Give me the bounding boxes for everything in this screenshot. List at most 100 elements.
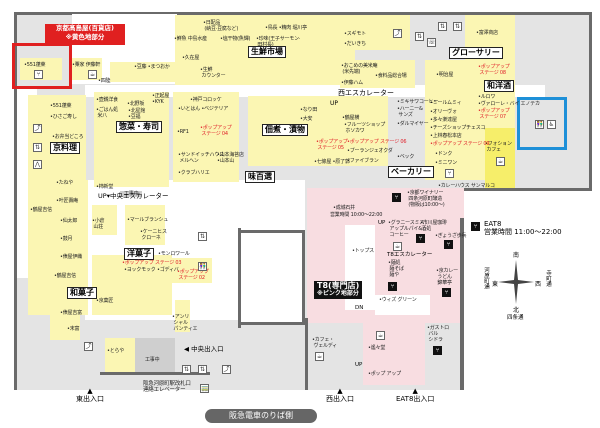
store-label[interactable]: •ハーニー& サンズ (397, 106, 423, 118)
store-label[interactable]: •麺処 麺そば 麺や (388, 260, 404, 278)
store-label[interactable]: •市川屋珈琲 酒処 (420, 220, 447, 232)
store-label[interactable]: •トップス (352, 248, 374, 254)
store-label[interactable]: •塩干物(魚輝) (220, 36, 251, 42)
store-label[interactable]: •多々楽達屋 (430, 117, 457, 123)
popup-stage-04[interactable]: •ポップアップ ステージ 04 (200, 125, 232, 137)
store-label[interactable]: •モンロワール (158, 251, 190, 257)
store-label[interactable]: •カフェ・ ヴェルディ (312, 337, 338, 349)
store-label[interactable]: 営業時間 10:00〜22:00 (330, 212, 383, 218)
store-label[interactable]: •小倉 山荘 (92, 218, 105, 230)
store-label[interactable]: •鶴屋吉信 (30, 207, 52, 213)
store-label[interactable]: •551蓬莱 (24, 62, 46, 68)
store-label[interactable]: •京カレー うどん 錦華亭 (436, 268, 458, 286)
store-label[interactable]: •京菓匠 (96, 298, 114, 304)
store-label[interactable]: •北星館 •豆福 (128, 108, 146, 120)
store-label[interactable]: •伊藤ハム (341, 80, 363, 86)
store-label[interactable]: •おこめの美米庵 (米先端) (341, 63, 378, 75)
store-label[interactable]: •正起屋 •KYK (152, 93, 170, 105)
store-label[interactable]: •豆藤 •まつおか (134, 64, 170, 70)
store-label[interactable]: •クラブハリエ (178, 170, 210, 176)
store-label[interactable]: •遙々堂 (368, 345, 386, 351)
store-label[interactable]: •オリーヴォ (430, 109, 457, 115)
store-label[interactable]: •珍味(王子サーモン· 田村長) (256, 36, 301, 48)
store-label[interactable]: •叶匠壽庵 (56, 198, 78, 204)
store-label[interactable]: •鶴屋吉信 (54, 273, 76, 279)
popup-stage-09[interactable]: •ポップアップ ステージ 09 (430, 141, 490, 147)
store-label[interactable]: •とらや (107, 348, 125, 354)
store-label[interactable]: •カレーハウス サンマルコ (438, 183, 495, 189)
store-label[interactable]: •ミニワン (435, 160, 457, 166)
store-label[interactable]: •久在屋 (182, 55, 200, 61)
store-label[interactable]: •ケーニヒス クローネ (140, 229, 167, 241)
store-label[interactable]: •ルロワ (478, 94, 496, 100)
store-label[interactable]: •RF1 (177, 129, 189, 135)
store-label[interactable]: •ミキサワコーヒー (397, 99, 439, 105)
store-label[interactable]: •上林春松本店 (430, 133, 462, 139)
store-label[interactable]: •サンドイッチハウス メルヘン (178, 152, 224, 164)
store-label[interactable]: •俵屋吉富 (60, 310, 82, 316)
store-label[interactable]: •粟家 伊藤軒 (72, 62, 101, 68)
store-label[interactable]: •ミールムミィ (430, 100, 462, 106)
store-label[interactable]: •フルーツショップ ホソカワ (344, 122, 386, 134)
store-label[interactable]: •富澤商店 (476, 30, 498, 36)
store-label[interactable]: •551蓬莱 (50, 103, 72, 109)
west-exit[interactable]: ▲西出入口 (326, 387, 354, 403)
store-label[interactable]: •ヴァローレ・バイ エノテカ (478, 101, 540, 107)
west-escalator-label[interactable]: 西エスカレーター (338, 89, 394, 97)
store-label[interactable]: •山本海苔店 •山本山 (217, 152, 244, 164)
store-label[interactable]: •だいきち (344, 41, 366, 47)
popup-stage-03[interactable]: •ポップアップ ステージ 03 (122, 260, 182, 266)
store-label[interactable]: •ぎょうざ歩兵 (435, 233, 467, 239)
store-label[interactable]: •生鮮 カウンター (200, 67, 226, 79)
store-label[interactable]: •鼓月 (60, 236, 73, 242)
t8-escalator-label[interactable]: T8エスカレーター (387, 252, 433, 258)
popup-stage-07[interactable]: •ポップアップ ステージ 07 (478, 108, 510, 120)
store-label[interactable]: •ヨックモック •ゴディバ (124, 267, 179, 273)
store-label[interactable]: •鶴屋横 (342, 115, 360, 121)
eat8-exit[interactable]: ▲EAT8出入口 (396, 387, 435, 403)
store-label[interactable]: •ポップ アップ (368, 371, 401, 377)
popup-stage-08[interactable]: •ポップアップ ステージ 08 (478, 64, 510, 76)
store-label[interactable]: •成城石井 (333, 205, 355, 211)
store-label[interactable]: •ブーランジェオクダ (347, 148, 393, 154)
store-label[interactable]: •神戸コロッケ (190, 97, 222, 103)
store-label[interactable]: •ガストロ バル シドラ (427, 325, 449, 343)
store-label[interactable]: •ごはん処 米八 (96, 107, 118, 119)
store-label[interactable]: •ドンク (435, 151, 453, 157)
store-label[interactable]: •チーズショップチェスコ (430, 125, 486, 131)
store-label[interactable]: •ウィズ グリーン (379, 297, 417, 303)
store-label[interactable]: •グラニースミス アップルパイ& コーヒー (388, 220, 425, 238)
store-label[interactable]: •大安 (300, 116, 313, 122)
store-label[interactable]: •鳥長 •精肉 堀川亭 (265, 25, 307, 31)
store-label[interactable]: •ダルマイヤー (397, 121, 429, 127)
store-label[interactable]: •お弁当どころ (52, 134, 84, 140)
store-label[interactable]: •アンリ シャル パンティエ (172, 314, 198, 332)
store-label[interactable]: •フォション カフェ (485, 141, 512, 153)
store-label[interactable]: •マールブランシュ (127, 217, 169, 223)
popup-stage-02[interactable]: •ポップアップ ステージ 02 (177, 269, 209, 281)
store-label[interactable]: •末富 (67, 326, 80, 332)
store-label[interactable]: •四陸 (98, 78, 111, 84)
store-label[interactable]: •北野坂 (127, 101, 145, 107)
store-label[interactable]: •日配品 (納豆·豆腐など) (203, 20, 239, 32)
store-label[interactable]: •京都ワイナリー 四条河原町醸造 (物販は10:00〜) (407, 190, 445, 208)
store-label[interactable]: •壺銭洋食 (96, 97, 118, 103)
store-label[interactable]: •いとはん •ベジテリア (178, 106, 229, 112)
store-label[interactable]: •なり田 (300, 107, 318, 113)
store-label[interactable]: •ベック (397, 154, 415, 160)
popup-stage-05[interactable]: •ポップアップ ステージ 05 (316, 139, 348, 151)
popup-stage-06[interactable]: •ポップアップ ステージ 06 (347, 139, 407, 145)
store-label[interactable]: •ひさご寿し (50, 114, 77, 120)
east-exit[interactable]: ▲東出入口 (76, 387, 104, 403)
station-elevator-label[interactable]: 阪急河原町駅改札口 連絡エレベーター (143, 381, 191, 393)
store-label[interactable]: •鮮魚 中島水産 (174, 36, 207, 42)
store-label[interactable]: •俵屋伊織 (60, 254, 82, 260)
store-label[interactable]: •七條屋 •原了郭 (314, 159, 350, 165)
store-label[interactable]: •柿新堂 (96, 184, 114, 190)
central-escalator[interactable]: UP▾中央エスカレーター (98, 192, 169, 200)
store-label[interactable]: •仙太郎 (60, 218, 78, 224)
store-label[interactable]: •食料品総合場 (375, 73, 407, 79)
store-label[interactable]: •スギモト (344, 31, 366, 37)
store-label[interactable]: •たねや (56, 180, 74, 186)
store-label[interactable]: •明治屋 (436, 72, 454, 78)
